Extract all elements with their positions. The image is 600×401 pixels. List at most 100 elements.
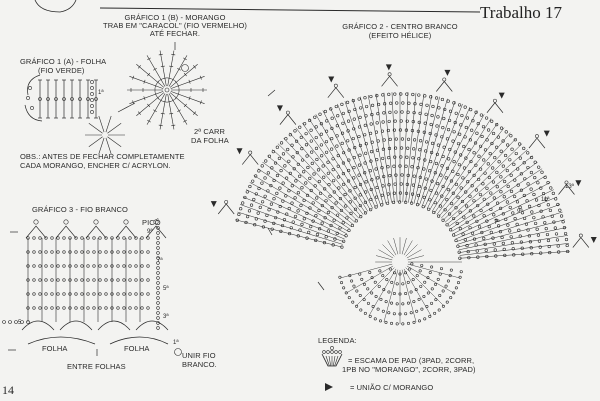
chain-stitch	[547, 244, 551, 249]
header-rule	[99, 7, 481, 13]
chain-stitch	[464, 204, 469, 208]
chain-stitch	[140, 264, 144, 268]
treble-stitch	[375, 93, 392, 203]
chain-stitch	[433, 171, 437, 175]
chain-stitch	[245, 190, 249, 194]
chain-stitch	[534, 221, 538, 226]
chain-stitch	[460, 113, 464, 118]
join-symbol-icon	[181, 64, 189, 72]
cross-stitch	[193, 65, 197, 69]
chain-stitch	[290, 143, 294, 147]
chain-stitch	[490, 119, 494, 123]
chain-stitch	[456, 142, 461, 146]
treble-stitch	[235, 219, 342, 248]
chain-stitch	[116, 236, 120, 240]
chain-stitch	[331, 243, 335, 247]
single-crochet	[159, 93, 167, 130]
chain-stitch	[248, 150, 253, 155]
cross-stitch	[147, 72, 151, 77]
chain-stitch	[454, 238, 458, 243]
chain-stitch	[287, 159, 291, 163]
chain-stitch	[409, 290, 413, 294]
treble-stitch	[427, 110, 478, 209]
chain-stitch	[499, 175, 503, 179]
chain-stitch	[253, 223, 257, 227]
chain-stitch	[415, 274, 419, 278]
chain-stitch	[156, 301, 160, 305]
chain-stitch	[320, 221, 324, 225]
chain-stitch	[424, 177, 428, 181]
chain-stitch	[32, 292, 36, 296]
chain-stitch	[156, 286, 160, 290]
treble-stitch	[393, 237, 399, 255]
chart1b-note: 2ª CARR	[194, 127, 225, 136]
chain-stitch	[376, 176, 380, 180]
chain-stitch	[363, 123, 367, 127]
chain-stitch	[342, 286, 346, 290]
chain-stitch	[518, 234, 522, 238]
chain-stitch	[330, 116, 334, 120]
chain-stitch	[386, 128, 390, 133]
leaf-arc	[27, 336, 96, 345]
chain-stitch	[80, 236, 84, 240]
chain-stitch	[400, 146, 404, 150]
chain-stitch	[417, 157, 421, 161]
chain-stitch	[44, 264, 48, 268]
scale-stitch-icon	[333, 355, 336, 367]
chain-stitch	[418, 269, 422, 273]
chain-stitch	[86, 264, 90, 268]
chain-stitch	[441, 184, 445, 189]
chain-stitch	[328, 194, 332, 198]
cross-stitch	[147, 119, 151, 123]
cross-stitch	[143, 79, 146, 84]
cross-stitch	[156, 95, 160, 100]
chain-stitch	[427, 207, 431, 211]
join-marker-icon	[210, 201, 217, 208]
treble-stitch	[239, 204, 344, 242]
chain-stitch	[563, 231, 568, 236]
cross-stitch	[154, 83, 157, 88]
chain-stitch	[104, 250, 108, 254]
chain-stitch	[321, 164, 325, 168]
chain-stitch	[333, 83, 338, 88]
chain-stitch	[357, 173, 361, 177]
chain-stitch	[62, 97, 66, 101]
treble-stitch	[442, 143, 523, 221]
chain-stitch	[374, 295, 378, 299]
chain-stitch	[544, 197, 548, 201]
chain-stitch	[470, 184, 474, 188]
chain-stitch	[62, 292, 66, 296]
chain-stitch	[458, 132, 462, 136]
chain-stitch	[445, 166, 450, 170]
chain-stitch	[90, 98, 94, 102]
chain-stitch	[92, 250, 96, 254]
chain-stitch	[92, 292, 96, 296]
chain-stitch	[146, 292, 150, 296]
chain-stitch	[122, 236, 126, 240]
chain-stitch	[308, 118, 312, 122]
chain-stitch	[506, 143, 510, 147]
chain-stitch	[428, 270, 432, 274]
chain-stitch	[513, 194, 517, 199]
chain-stitch	[501, 164, 505, 168]
single-crochet	[167, 50, 175, 87]
chain-stitch	[320, 203, 324, 208]
chain-stitch	[474, 188, 479, 192]
chain-stitch	[404, 164, 408, 168]
chain-stitch	[324, 150, 329, 154]
chain-stitch	[330, 147, 334, 151]
picot-stitch	[153, 219, 159, 225]
chain-stitch	[382, 111, 386, 115]
treble-stitch	[253, 175, 349, 232]
chain-stitch	[405, 155, 409, 159]
chain-stitch	[370, 178, 374, 182]
chain-stitch	[410, 262, 414, 266]
treble-stitch	[440, 137, 517, 219]
chain-stitch	[94, 97, 98, 101]
chain-stitch	[406, 146, 410, 150]
chain-stitch	[464, 125, 468, 130]
chain-stitch	[156, 306, 160, 310]
chain-stitch	[434, 133, 438, 137]
chain-stitch	[335, 231, 339, 235]
scallop-stitch	[486, 102, 504, 113]
